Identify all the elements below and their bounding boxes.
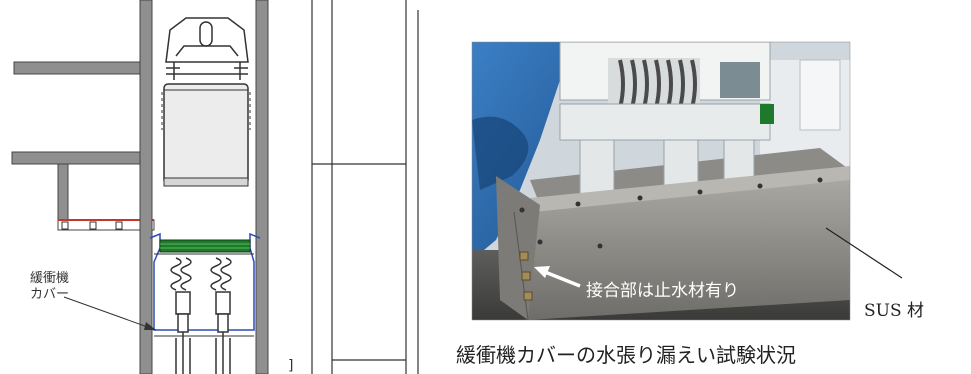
landing-post: [57, 163, 69, 221]
buffer-right: [210, 257, 232, 374]
elevation-drawing: [311, 0, 419, 374]
sus-material-label: SUS 材: [864, 301, 924, 321]
seam-arrow: [534, 266, 581, 288]
sus-pointer: [825, 227, 903, 279]
figure-caption: 緩衝機カバーの水張り漏えい試験状況: [456, 343, 796, 367]
label-leader: [63, 296, 157, 331]
counterweight: [161, 83, 251, 187]
landing-slab-middle: [11, 151, 141, 165]
hoistway-wall-right: [255, 0, 269, 374]
test-photo: 接合部は止水材有り: [471, 41, 851, 321]
pit-drawing: 緩衝機 カバー ]: [11, 0, 419, 374]
spring-coil: [618, 59, 697, 109]
sus-tank-wall: [514, 178, 850, 320]
leader-arrowhead: [144, 322, 156, 330]
buffer-cover-label-line2: カバー: [30, 287, 69, 302]
corner-mark: ]: [288, 358, 293, 374]
buffer-top-plate: [159, 239, 251, 253]
car-top-bracket: [165, 17, 249, 80]
hoistway-wall-left: [139, 0, 153, 374]
buffer-cover-label-line1: 緩衝機: [30, 271, 69, 286]
photo-overlay-caption: 接合部は止水材有り: [586, 281, 739, 301]
buffer-left: [170, 257, 192, 374]
landing-slab-upper: [13, 61, 141, 75]
